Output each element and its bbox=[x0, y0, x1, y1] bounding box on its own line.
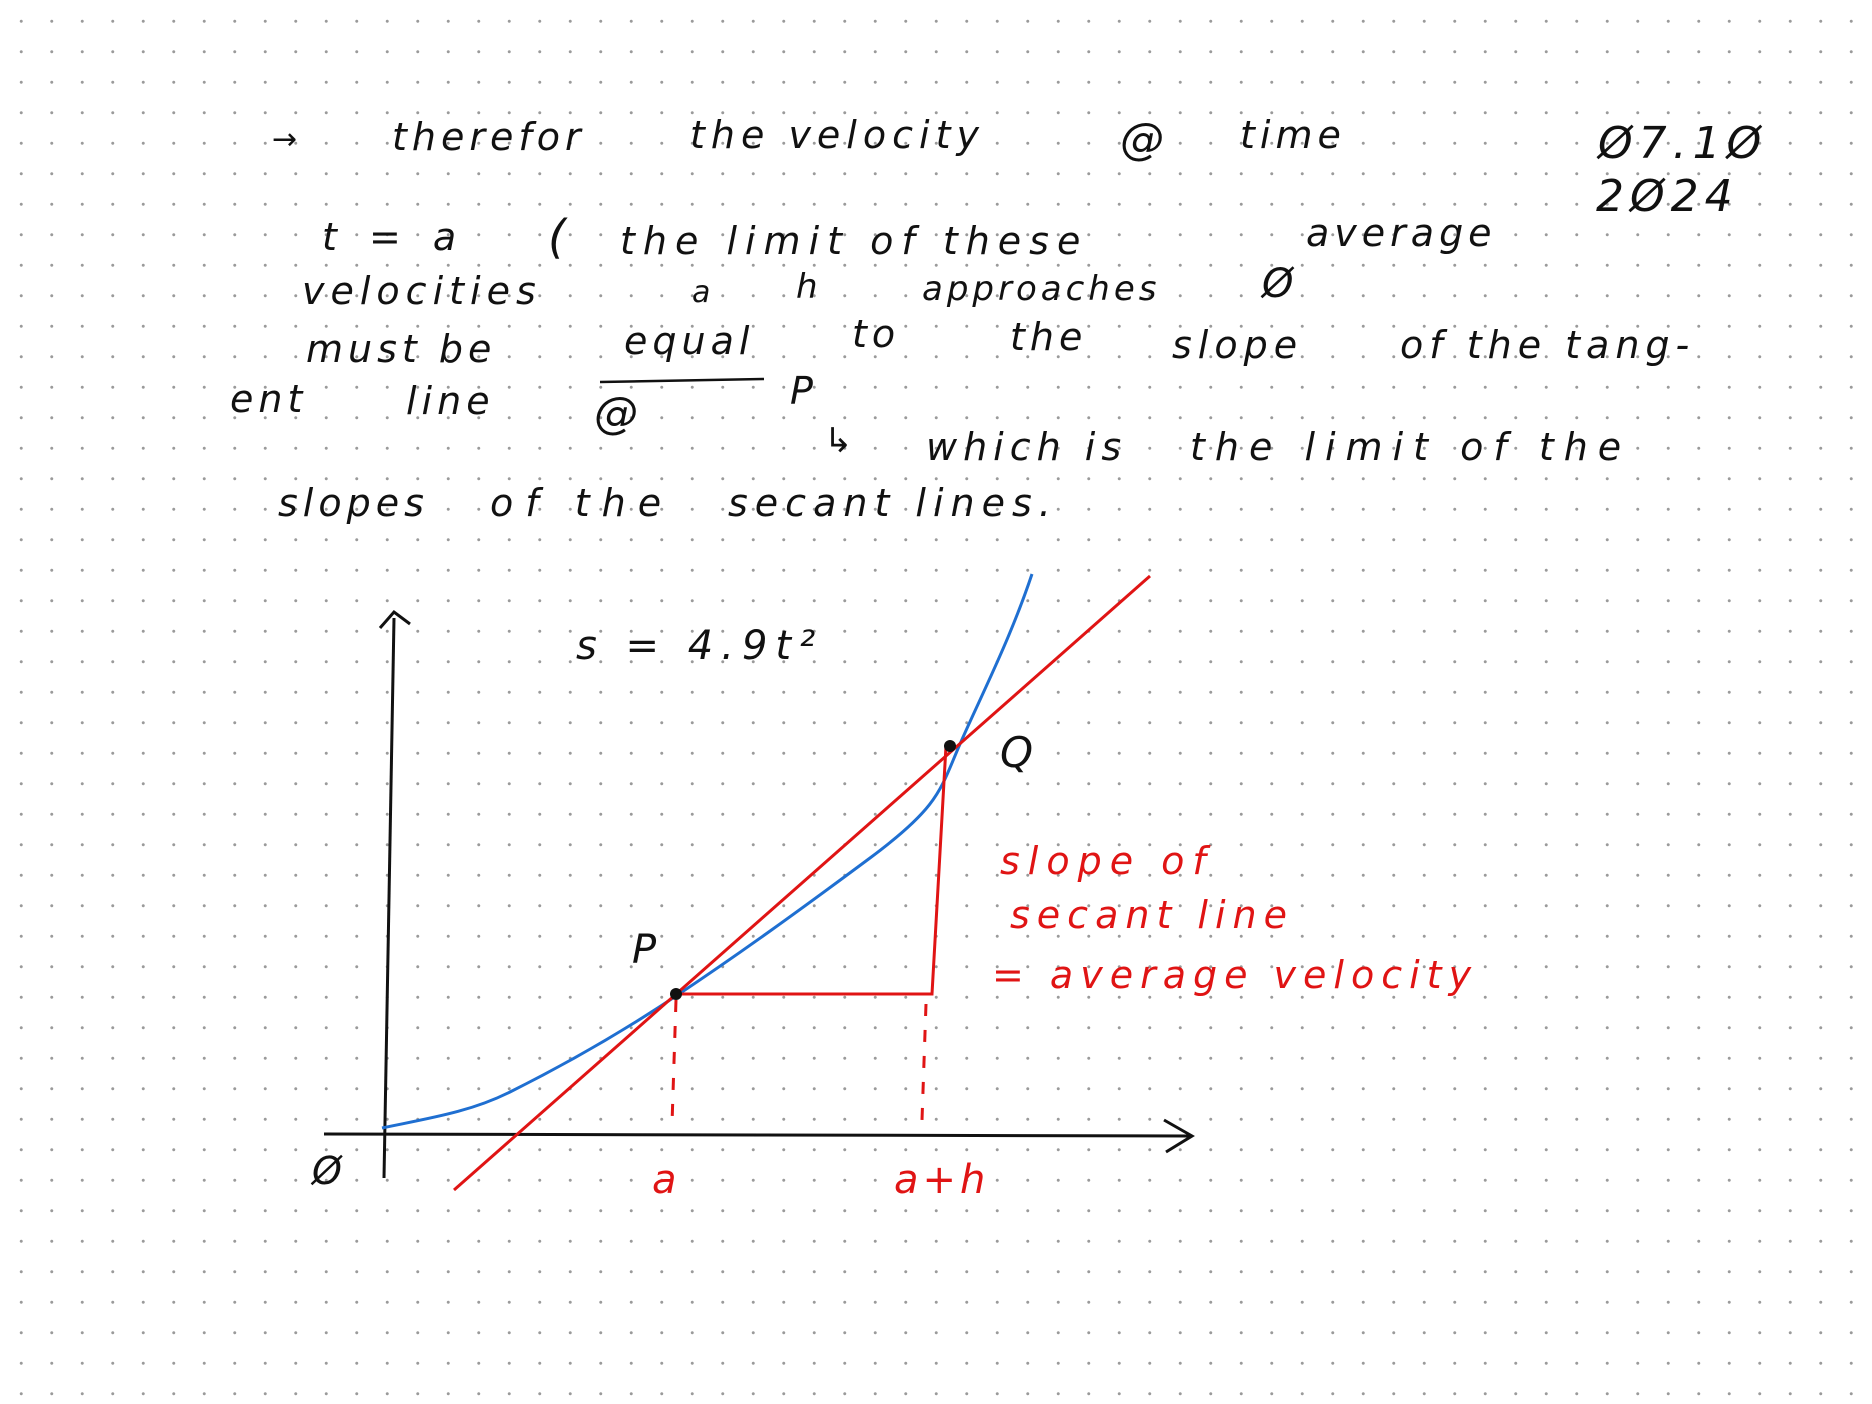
point-p-label: P bbox=[632, 927, 662, 973]
point-q-label: Q bbox=[1000, 728, 1039, 777]
text-secant-lines: secant lines. bbox=[728, 481, 1058, 525]
y-axis bbox=[382, 617, 396, 1179]
x-axis bbox=[323, 1132, 1191, 1138]
text-zero: Ø bbox=[1262, 261, 1299, 307]
text-a: a bbox=[692, 275, 716, 310]
text-to: to bbox=[852, 312, 901, 356]
text-ent: ent bbox=[230, 377, 308, 421]
text-of-the: of the bbox=[490, 481, 674, 525]
secant-line bbox=[453, 574, 1151, 1192]
text-t-eq-a: t = a bbox=[322, 215, 467, 259]
rise-run-triangle bbox=[676, 745, 948, 996]
y-axis-arrow-icon bbox=[378, 609, 411, 629]
text-velocities: velocities bbox=[302, 269, 542, 313]
point-q-dot bbox=[944, 740, 956, 752]
arrow-icon: → bbox=[272, 122, 303, 157]
text-the-velocity: the velocity bbox=[690, 113, 985, 157]
text-line: line bbox=[406, 379, 495, 423]
equation-label: s = 4.9t² bbox=[576, 623, 824, 669]
text-the: the bbox=[1010, 315, 1088, 359]
text-which-is: which is bbox=[926, 425, 1128, 469]
text-equal: equal bbox=[624, 319, 755, 363]
text-must-be: must be bbox=[306, 327, 497, 371]
text-therefor: therefor bbox=[392, 115, 586, 159]
which-arrow-icon: ↳ bbox=[824, 421, 858, 461]
x-axis-arrow-icon bbox=[1163, 1118, 1195, 1154]
text-average: average bbox=[1306, 211, 1497, 255]
text-slopes: slopes bbox=[278, 481, 429, 525]
text-time: time bbox=[1240, 113, 1346, 157]
annotation-line3: = average velocity bbox=[992, 953, 1479, 997]
tick-label-a-h: a+h bbox=[894, 1157, 990, 1203]
note-date-line2: 2Ø24 bbox=[1596, 171, 1739, 222]
note-date-line1: Ø7.1Ø bbox=[1598, 118, 1768, 169]
annotation-line1: slope of bbox=[1000, 839, 1214, 883]
equal-underline bbox=[599, 377, 765, 384]
drop-line-a bbox=[670, 999, 678, 1125]
position-curve bbox=[381, 573, 1034, 1130]
text-slope: slope bbox=[1172, 323, 1304, 367]
text-P: P bbox=[790, 369, 818, 413]
tick-label-a: a bbox=[652, 1157, 682, 1203]
text-at-1: @ bbox=[1120, 114, 1169, 165]
text-paren: ( bbox=[548, 210, 571, 264]
drop-line-a-h bbox=[920, 1003, 928, 1121]
text-approaches: approaches bbox=[922, 269, 1161, 309]
annotation-line2: secant line bbox=[1010, 893, 1294, 937]
origin-label: Ø bbox=[312, 1149, 347, 1193]
text-h: h bbox=[796, 267, 823, 307]
point-p-dot bbox=[670, 988, 682, 1000]
text-at-2: @ bbox=[594, 388, 643, 439]
text-the-limit-of-these: the limit of these bbox=[620, 219, 1089, 263]
text-the-limit-of-the: the limit of the bbox=[1190, 425, 1632, 469]
text-of-the-tang: of the tang- bbox=[1400, 323, 1696, 367]
